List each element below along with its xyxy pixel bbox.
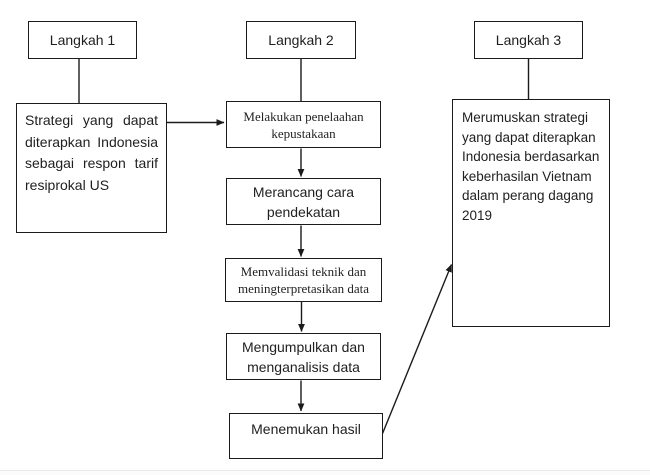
- step3-header-label: Langkah 3: [495, 32, 562, 48]
- stage-box-menemukan: Menemukan hasil: [229, 413, 383, 459]
- stage-label: Memvalidasi teknik dan meningterpretasik…: [237, 264, 370, 296]
- step1-header-box: Langkah 1: [28, 21, 137, 59]
- stage-box-penelaahan: Melakukan penelaahan kepustakaan: [226, 101, 381, 148]
- stage-label: Melakukan penelaahan kepustakaan: [243, 108, 364, 141]
- bottom-edge-strip: [0, 470, 650, 475]
- step3-header-box: Langkah 3: [474, 21, 583, 59]
- stage-box-memvalidasi: Memvalidasi teknik dan meningterpretasik…: [225, 258, 382, 302]
- step1-header-label: Langkah 1: [49, 32, 116, 48]
- stage-box-merancang: Merancang cara pendekatan: [226, 178, 381, 225]
- step2-header-label: Langkah 2: [268, 32, 334, 48]
- step3-description-text: Merumuskan strategi yang dapat diterapka…: [462, 110, 600, 223]
- stage-label: Mengumpulkan dan menganalisis data: [242, 338, 365, 375]
- arrow-m5-to-right: [380, 264, 453, 437]
- step1-description-text: Strategi yang dapat diterapkan Indonesia…: [25, 112, 158, 193]
- step2-header-box: Langkah 2: [246, 21, 356, 59]
- step1-description-box: Strategi yang dapat diterapkan Indonesia…: [16, 103, 167, 233]
- step3-description-box: Merumuskan strategi yang dapat diterapka…: [452, 99, 610, 327]
- stage-label: Menemukan hasil: [251, 421, 361, 437]
- stage-label: Merancang cara pendekatan: [252, 183, 355, 220]
- stage-box-mengumpulkan: Mengumpulkan dan menganalisis data: [226, 333, 381, 380]
